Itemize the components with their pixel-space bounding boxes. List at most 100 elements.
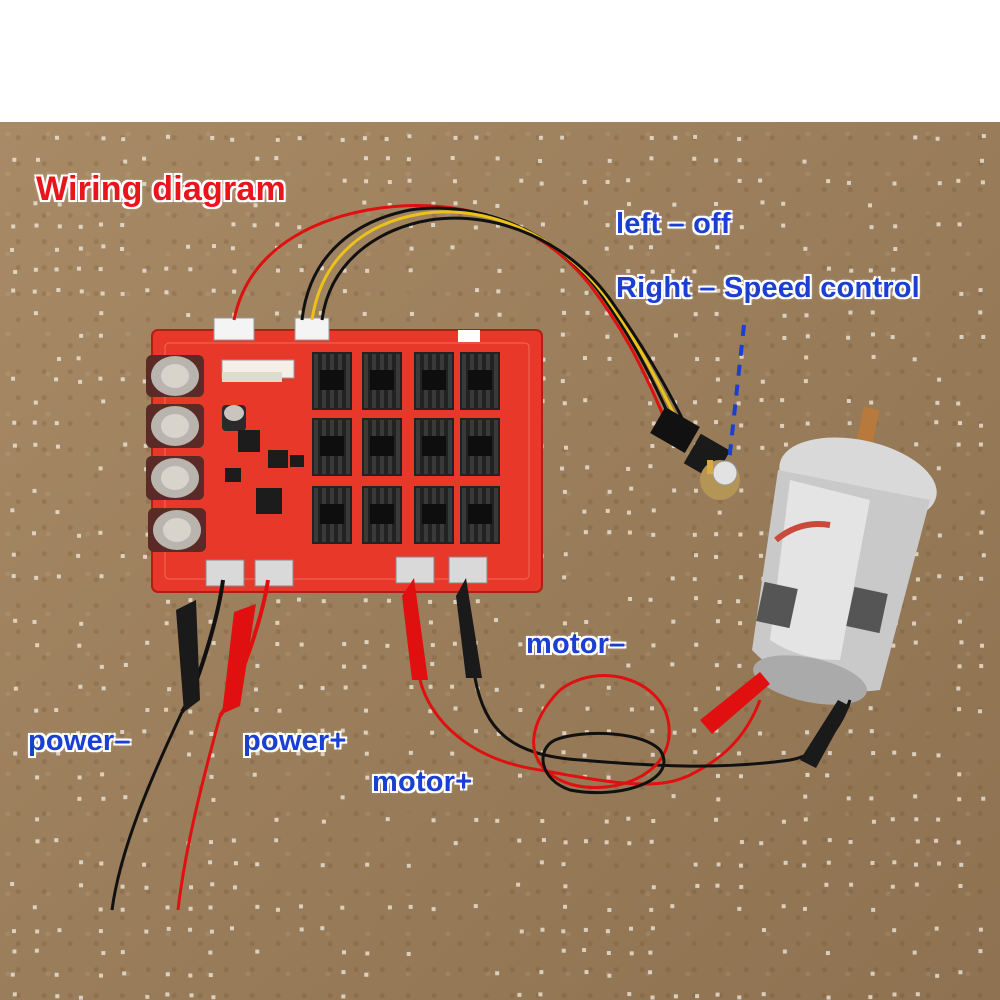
- pegboard-hole: [649, 156, 654, 161]
- pegboard-hole: [164, 621, 169, 626]
- pegboard-hole: [12, 157, 17, 162]
- pegboard-hole: [692, 269, 697, 274]
- pegboard-hole: [340, 137, 345, 142]
- pegboard-hole: [560, 135, 565, 140]
- pegboard-hole: [541, 357, 546, 362]
- pegboard-hole: [54, 135, 59, 140]
- pegboard-hole: [714, 555, 719, 560]
- pegboard-hole: [98, 222, 103, 227]
- pegboard-hole: [604, 246, 609, 251]
- pegboard-hole: [803, 794, 808, 799]
- pegboard-hole: [474, 729, 479, 734]
- pegboard-hole: [716, 225, 721, 230]
- pegboard-hole: [892, 992, 897, 997]
- pegboard-hole: [57, 224, 62, 229]
- pegboard-hole: [913, 794, 918, 799]
- pegboard-hole: [914, 552, 919, 557]
- pegboard-hole: [431, 223, 436, 228]
- pegboard-hole: [79, 289, 84, 294]
- pegboard-hole: [101, 136, 106, 141]
- pegboard-hole: [340, 728, 345, 733]
- pegboard-hole: [387, 905, 392, 910]
- pegboard-hole: [98, 530, 103, 535]
- pegboard-hole: [101, 951, 106, 956]
- pegboard-hole: [33, 442, 38, 447]
- pegboard-hole: [738, 575, 743, 580]
- pegboard-hole: [517, 838, 522, 843]
- pegboard-hole: [584, 290, 589, 295]
- pegboard-hole: [275, 137, 280, 142]
- pegboard-hole: [737, 137, 742, 142]
- pegboard-hole: [540, 927, 545, 932]
- pegboard-hole: [802, 863, 807, 868]
- pegboard-hole: [957, 707, 962, 712]
- pegboard-hole: [341, 970, 346, 975]
- pegboard-hole: [189, 885, 194, 890]
- pegboard-hole: [35, 817, 40, 822]
- pegboard-hole: [274, 817, 279, 822]
- pegboard-hole: [913, 862, 918, 867]
- pegboard-hole: [101, 796, 106, 801]
- pegboard-hole: [780, 423, 785, 428]
- pegboard-hole: [826, 266, 831, 271]
- pegboard-hole: [211, 995, 216, 1000]
- pegboard-hole: [101, 686, 106, 691]
- pegboard-hole: [275, 620, 280, 625]
- pegboard-hole: [474, 817, 479, 822]
- pegboard-hole: [35, 643, 40, 648]
- pegboard-hole: [980, 510, 985, 515]
- pegboard-hole: [79, 883, 84, 888]
- pegboard-hole: [825, 773, 830, 778]
- pegboard-hole: [760, 445, 765, 450]
- pegboard-hole: [453, 841, 458, 846]
- pegboard-hole: [914, 817, 919, 822]
- pegboard-hole: [758, 731, 763, 736]
- pegboard-hole: [582, 948, 587, 953]
- pegboard-hole: [186, 244, 191, 249]
- pegboard-hole: [10, 508, 15, 513]
- pegboard-hole: [715, 992, 720, 997]
- pegboard-hole: [120, 223, 125, 228]
- pegboard-hole: [318, 311, 323, 316]
- pegboard-hole: [340, 795, 345, 800]
- pegboard-hole: [453, 135, 458, 140]
- pegboard-hole: [915, 577, 920, 582]
- pegboard-hole: [516, 882, 521, 887]
- pegboard-hole: [517, 992, 522, 997]
- pegboard-hole: [560, 332, 565, 337]
- pegboard-hole: [145, 532, 150, 537]
- pegboard-hole: [409, 685, 414, 690]
- pegboard-hole: [956, 401, 961, 406]
- pegboard-hole: [913, 135, 918, 140]
- pegboard-hole: [341, 664, 346, 669]
- pegboard-hole: [912, 621, 917, 626]
- pegboard-hole: [34, 575, 39, 580]
- pegboard-hole: [407, 178, 412, 183]
- pegboard-hole: [715, 377, 720, 382]
- pegboard-hole: [408, 750, 413, 755]
- pegboard-hole: [430, 730, 435, 735]
- pegboard-hole: [981, 553, 986, 558]
- pegboard-hole: [826, 995, 831, 1000]
- pegboard-hole: [825, 951, 830, 956]
- pegboard-hole: [605, 334, 610, 339]
- pegboard-hole: [912, 752, 917, 757]
- pegboard-hole: [739, 884, 744, 889]
- pegboard-hole: [230, 926, 235, 931]
- pegboard-hole: [628, 926, 633, 931]
- pegboard-hole: [560, 466, 565, 471]
- pegboard-hole: [121, 137, 126, 142]
- pegboard-hole: [803, 817, 808, 822]
- pegboard-hole: [605, 508, 610, 513]
- pegboard-hole: [605, 929, 610, 934]
- pegboard-hole: [694, 642, 699, 647]
- pegboard-hole: [428, 599, 433, 604]
- pegboard-hole: [651, 643, 656, 648]
- pegboard-hole: [651, 818, 656, 823]
- pegboard-hole: [849, 882, 854, 887]
- pegboard-hole: [560, 379, 565, 384]
- pegboard-hole: [935, 400, 940, 405]
- pegboard-hole: [716, 288, 721, 293]
- pegboard-hole: [364, 640, 369, 645]
